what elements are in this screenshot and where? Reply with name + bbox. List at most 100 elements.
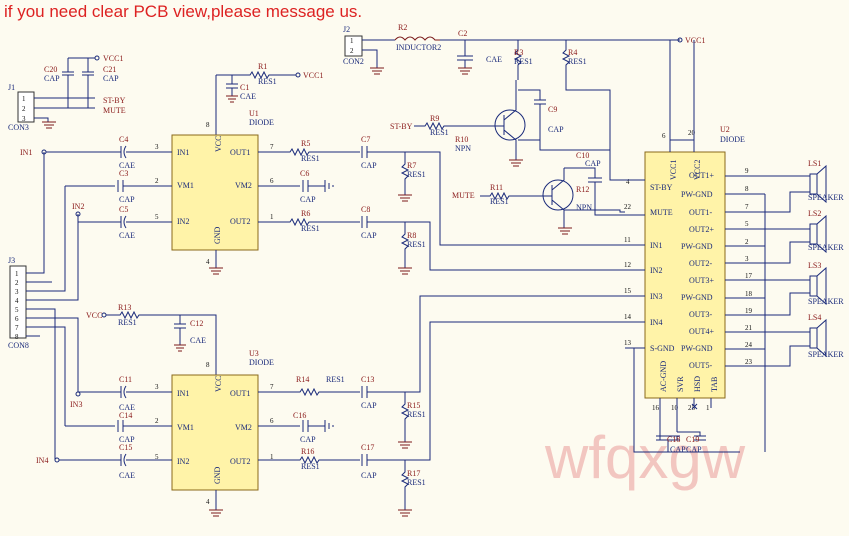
schematic-label: RES1 — [407, 240, 426, 249]
c12-capacitor: C12 CAE — [174, 315, 206, 352]
schematic-label: R13 — [118, 303, 131, 312]
c14-net: C14 CAP — [65, 411, 172, 444]
schematic-label: VM1 — [177, 423, 194, 432]
u1-out1-net: R5 RES1 C7 CAP R7 RES1 — [258, 135, 625, 246]
schematic-label: RES1 — [490, 197, 509, 206]
schematic-label: CAE — [240, 92, 256, 101]
schematic-label: RES1 — [407, 478, 426, 487]
schematic-label: C11 — [119, 375, 132, 384]
schematic-label: CAP — [103, 74, 119, 83]
schematic-label: SPEAKER — [808, 350, 844, 359]
schematic-label: VCC — [214, 136, 223, 152]
schematic-label: 3 — [155, 383, 159, 391]
schematic-label: 7 — [270, 383, 274, 391]
schematic-label: 21 — [745, 324, 753, 332]
schematic-label: 19 — [745, 307, 753, 315]
schematic-label: C17 — [361, 443, 374, 452]
schematic-label: 7 — [270, 143, 274, 151]
in3-net: IN3 C11 CAE — [70, 375, 172, 412]
schematic-label: PW-GND — [681, 242, 713, 251]
schematic-label: IN2 — [177, 217, 189, 226]
schematic-label: C21 — [103, 65, 116, 74]
ls1-speaker: LS1 SPEAKER — [808, 159, 844, 204]
schematic-label: 10 — [671, 404, 679, 412]
schematic-label: LS2 — [808, 209, 821, 218]
schematic-label: C12 — [190, 319, 203, 328]
schematic-label: PW-GND — [681, 190, 713, 199]
schematic-label: RES1 — [407, 170, 426, 179]
u2-power-amplifier-ic: U2 DIODE ST-BY MUTE IN1 IN2 IN3 IN4 S-GN… — [624, 125, 753, 412]
schematic-label: SPEAKER — [808, 193, 844, 202]
schematic-label: 9 — [745, 167, 749, 175]
schematic-label: C7 — [361, 135, 370, 144]
schematic-label: 8 — [206, 361, 210, 369]
schematic-label: RES1 — [326, 375, 345, 384]
schematic-label: NPN — [455, 144, 471, 153]
schematic-label: 1 — [706, 404, 710, 412]
schematic-label: 4 — [15, 297, 19, 305]
ls3-speaker: LS3 SPEAKER — [808, 261, 844, 306]
schematic-label: U2 — [720, 125, 730, 134]
schematic-label: AC-GND — [659, 361, 668, 392]
schematic-label: LS3 — [808, 261, 821, 270]
schematic-label: J3 — [8, 256, 15, 265]
schematic-label: RES1 — [568, 57, 587, 66]
schematic-label: CAP — [44, 74, 60, 83]
schematic-label: 1 — [22, 95, 26, 103]
j3-connector: J3 1 2 3 4 5 6 7 8 CON8 — [8, 152, 79, 460]
banner-text: if you need clear PCB view,please messag… — [4, 2, 363, 21]
schematic-label: R9 — [430, 114, 439, 123]
r9-resistor: R9 RES1 ST-BY — [390, 114, 504, 137]
schematic-label: 6 — [270, 177, 274, 185]
schematic-label: CAP — [119, 195, 135, 204]
schematic-label: VM1 — [177, 181, 194, 190]
schematic-label: 6 — [662, 132, 666, 140]
schematic-label: OUT5- — [689, 361, 712, 370]
schematic-label: VCC — [86, 311, 102, 320]
schematic-label: C1 — [240, 83, 249, 92]
schematic-label: CAE — [486, 55, 502, 64]
schematic-label: 18 — [745, 290, 753, 298]
in4-net: IN4 C15 CAE — [36, 443, 172, 480]
schematic-label: R1 — [258, 62, 267, 71]
schematic-label: CAP — [585, 159, 601, 168]
schematic-label: 5 — [155, 453, 159, 461]
c1-capacitor: C1 CAE — [226, 75, 256, 103]
schematic-label: HSD — [693, 376, 702, 392]
schematic-label: CAP — [300, 195, 316, 204]
schematic-label: IN3 — [650, 292, 662, 301]
schematic-label: SVR — [676, 376, 685, 392]
schematic-label: VM2 — [235, 423, 252, 432]
schematic-label: ST-BY — [390, 122, 413, 131]
schematic-label: IN1 — [20, 148, 32, 157]
u3-out1-net: R14 RES1 C13 CAP R15 RES1 — [258, 295, 625, 449]
ground-symbol-j2 — [370, 67, 384, 75]
schematic-label: CAP — [361, 471, 377, 480]
vcc1-top: VCC1 — [670, 36, 705, 45]
schematic-label: VCC1 — [669, 160, 678, 180]
schematic-label: 8 — [745, 185, 749, 193]
schematic-label: LS1 — [808, 159, 821, 168]
schematic-label: C19 — [686, 435, 699, 444]
schematic-label: DIODE — [720, 135, 745, 144]
schematic-label: C5 — [119, 205, 128, 214]
u1-amplifier-ic: U1 DIODE IN1 VM1 IN2 OUT1 VM2 OUT2 VCC G… — [155, 109, 274, 275]
schematic-label: OUT4+ — [689, 327, 714, 336]
schematic-label: R4 — [568, 48, 577, 57]
j2-connector: J2 1 2 CON2 — [343, 25, 364, 66]
schematic-label: CAE — [119, 231, 135, 240]
schematic-label: R3 — [514, 48, 523, 57]
schematic-label: CAP — [670, 445, 686, 454]
schematic-label: 24 — [745, 341, 753, 349]
schematic-label: CAP — [548, 125, 564, 134]
schematic-label: ST-BY — [650, 183, 673, 192]
schematic-label: 2 — [350, 47, 354, 55]
schematic-label: VCC1 — [103, 54, 123, 63]
schematic-label: 3 — [22, 115, 26, 123]
schematic-label: 1 — [270, 453, 274, 461]
schematic-label: IN4 — [650, 318, 662, 327]
schematic-label: 3 — [155, 143, 159, 151]
schematic-label: IN2 — [72, 202, 84, 211]
schematic-label: C8 — [361, 205, 370, 214]
